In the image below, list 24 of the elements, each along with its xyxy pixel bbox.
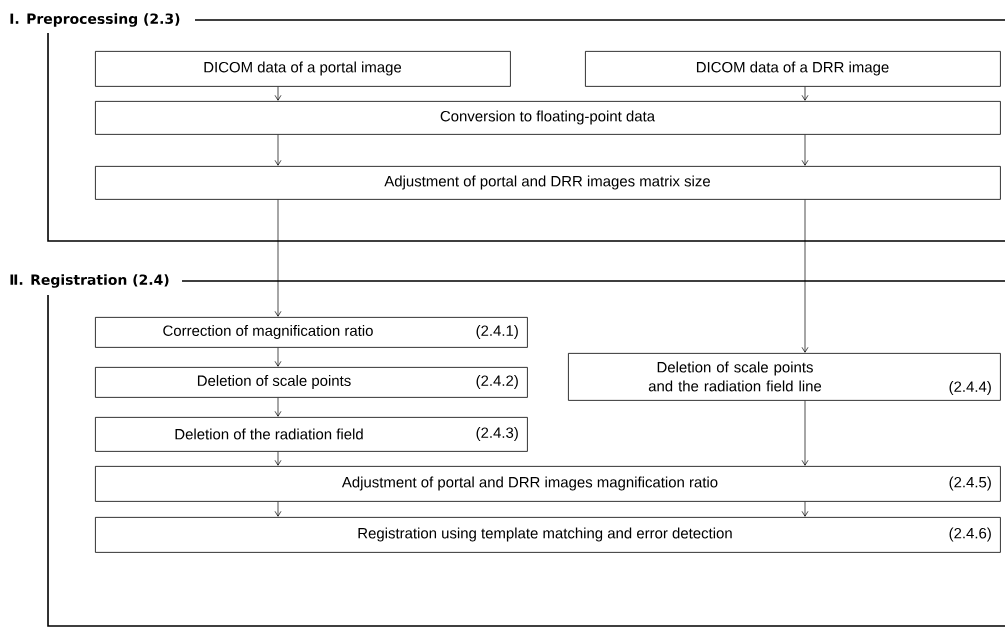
arrow bbox=[274, 397, 282, 417]
process-box: Conversion to floating-point data bbox=[95, 101, 1001, 135]
arrow bbox=[801, 86, 809, 101]
arrow bbox=[274, 501, 282, 517]
process-box: Deletion of scale points (2.4.2) bbox=[95, 367, 528, 398]
arrow bbox=[274, 347, 282, 367]
process-box: DICOM data of a portal image bbox=[95, 51, 511, 87]
process-box: Deletion of scale points and the radiation field line (2.4.4) bbox=[568, 353, 1001, 401]
section-heading: Ⅰ. Preprocessing (2.3) bbox=[10, 13, 180, 27]
arrow bbox=[274, 134, 282, 166]
arrow bbox=[801, 400, 809, 466]
arrow bbox=[801, 134, 809, 166]
arrow bbox=[801, 501, 809, 517]
process-box: Adjustment of portal and DRR images matrix size bbox=[95, 166, 1001, 200]
process-box: DICOM data of a DRR image bbox=[585, 51, 1001, 87]
arrow bbox=[801, 199, 809, 353]
process-box: Adjustment of portal and DRR images magnification ratio (2.4.5) bbox=[95, 466, 1001, 502]
process-box: Correction of magnification ratio (2.4.1) bbox=[95, 317, 528, 348]
arrow bbox=[274, 86, 282, 101]
section-heading: Ⅱ. Registration (2.4) bbox=[10, 274, 169, 288]
process-box: Registration using template matching and error detection (2.4.6) bbox=[95, 517, 1001, 553]
process-box: Deletion of the radiation field (2.4.3) bbox=[95, 417, 528, 452]
arrow bbox=[274, 199, 282, 317]
arrow bbox=[274, 451, 282, 466]
